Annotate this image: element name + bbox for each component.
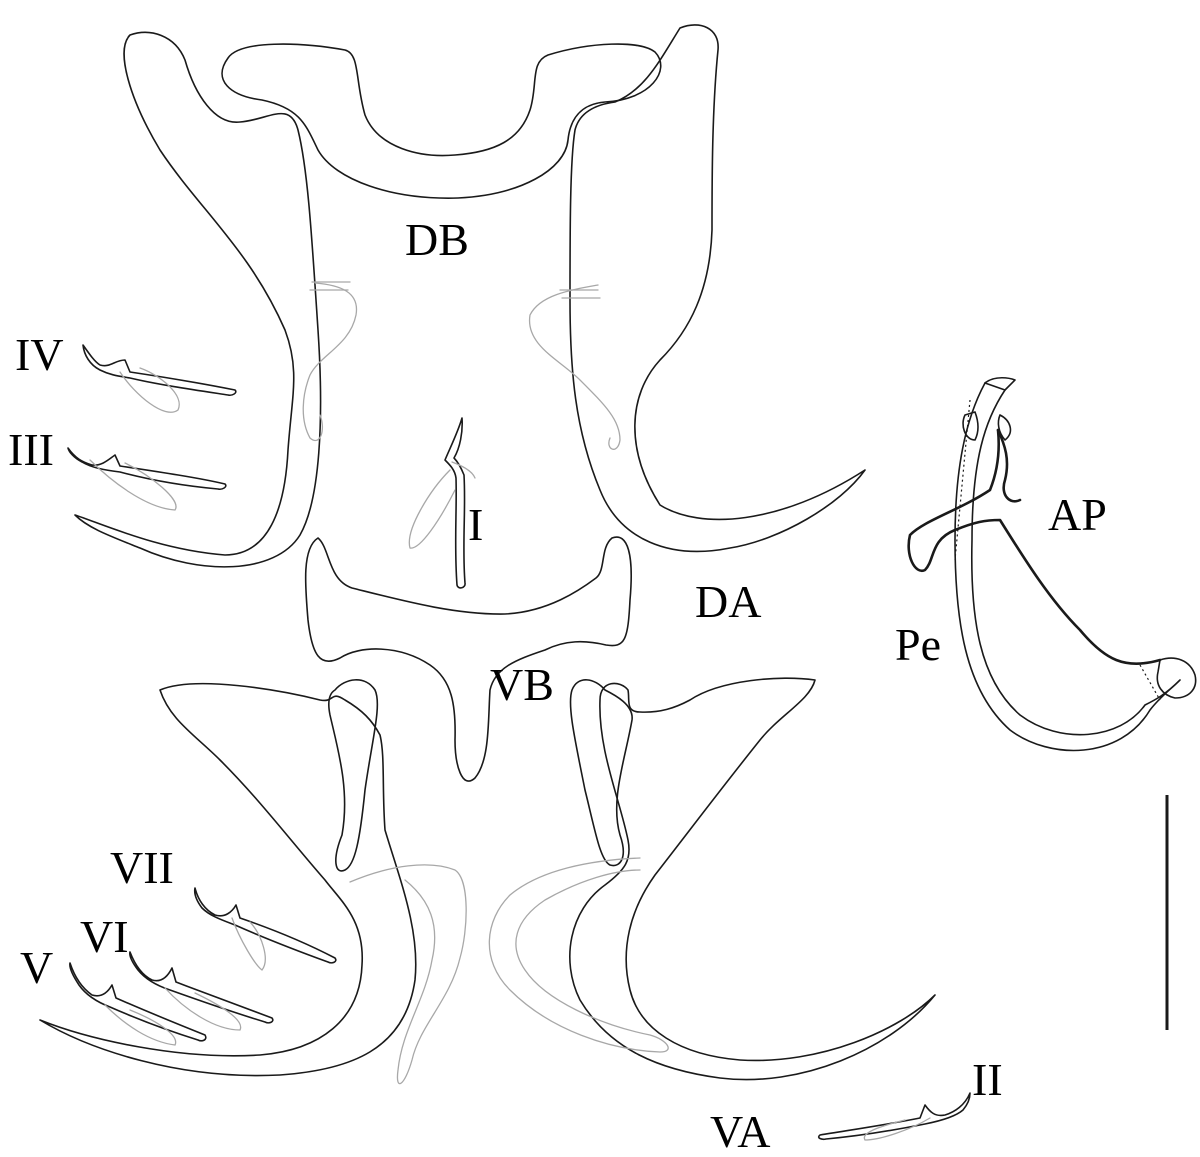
- ventral-bar: [304, 536, 632, 782]
- hook-vii: [193, 887, 337, 971]
- label-hook-vi: VI: [80, 911, 129, 962]
- label-hook-iii: III: [8, 424, 54, 475]
- label-db: DB: [405, 214, 469, 265]
- label-pe: Pe: [895, 619, 941, 670]
- ventral-anchor-right: [488, 677, 936, 1081]
- accessory-piece: [907, 428, 1162, 665]
- label-vb: VB: [490, 659, 554, 710]
- dorsal-anchor-right: [528, 24, 866, 553]
- dorsal-bar: [221, 43, 662, 199]
- hook-iii: [67, 447, 227, 511]
- label-hook-vii: VII: [110, 842, 174, 893]
- hook-vi: [129, 951, 274, 1031]
- label-ap: AP: [1048, 489, 1107, 540]
- hook-iv: [82, 344, 237, 413]
- label-hook-v: V: [20, 942, 53, 993]
- ventral-anchor-left: [39, 679, 467, 1085]
- hook-v: [69, 962, 207, 1046]
- label-hook-i: I: [468, 499, 483, 550]
- label-va: VA: [710, 1106, 771, 1157]
- dorsal-anchor-left: [74, 31, 358, 568]
- hook-i: [408, 417, 476, 589]
- label-hook-ii: II: [972, 1054, 1003, 1105]
- label-da: DA: [695, 576, 761, 627]
- hook-ii: [817, 1092, 971, 1141]
- label-hook-iv: IV: [15, 329, 64, 380]
- copulatory-organ: [907, 376, 1197, 752]
- penis-tube: [954, 382, 1181, 752]
